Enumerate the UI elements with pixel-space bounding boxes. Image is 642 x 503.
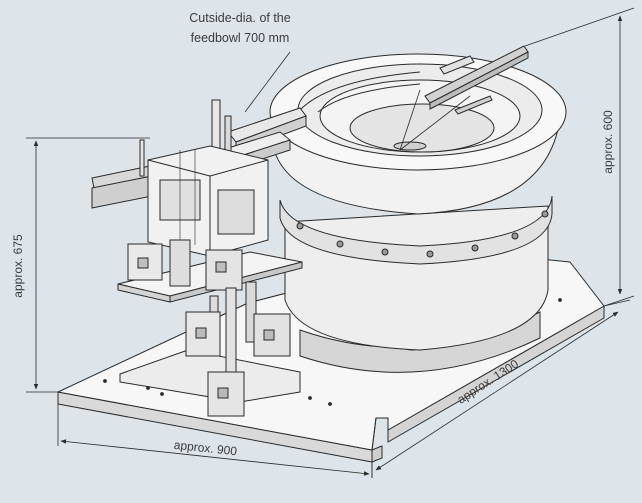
caption-leader-line bbox=[244, 51, 291, 113]
sorting-unit bbox=[91, 139, 269, 257]
upper-blocks bbox=[127, 239, 243, 291]
dimension-height-left bbox=[26, 137, 150, 393]
lower-blocks bbox=[185, 311, 291, 417]
dimension-height-right bbox=[524, 7, 635, 307]
caption-line-1: Cutside-dia. of the bbox=[189, 11, 291, 25]
feedbowl-housing bbox=[279, 195, 553, 373]
dimension-label-height-left: approx. 675 bbox=[11, 234, 25, 298]
dimension-label-width: approx. 900 bbox=[173, 438, 238, 459]
feedbowl bbox=[269, 53, 567, 215]
dimension-width bbox=[57, 404, 373, 478]
caption-line-2: feedbowl 700 mm bbox=[190, 31, 290, 45]
overhead-rail bbox=[424, 45, 529, 115]
dimension-label-height-right: approx. 600 bbox=[601, 110, 615, 174]
feedbowl-diameter-caption: Cutside-dia. of the feedbowl 700 mm bbox=[150, 8, 330, 48]
